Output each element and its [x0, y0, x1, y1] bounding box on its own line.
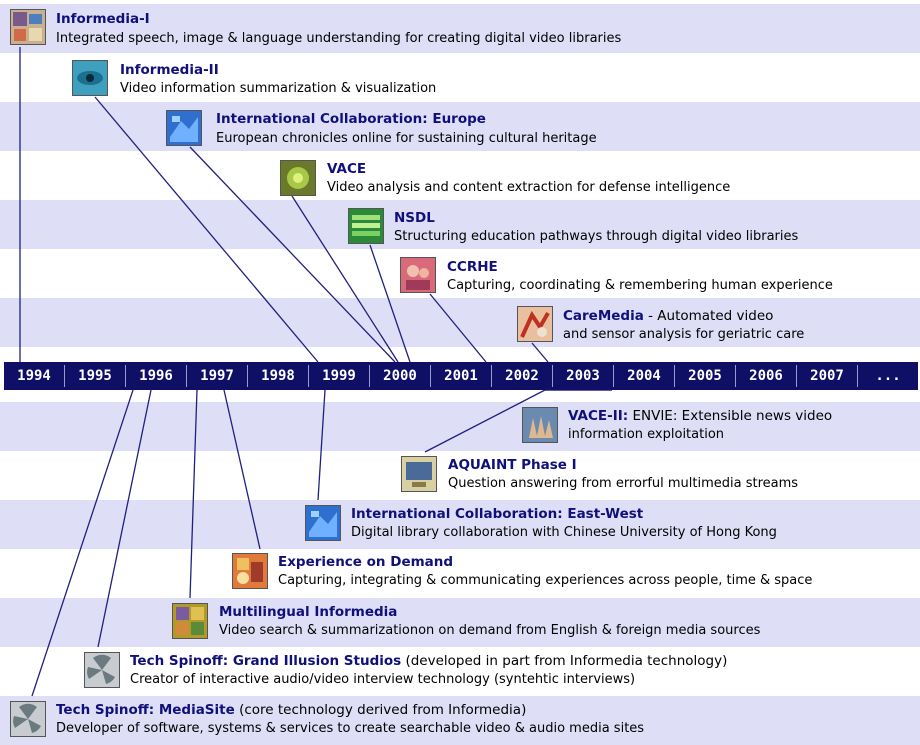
entry-title: Tech Spinoff: Grand Illusion Studios (de… — [130, 653, 727, 670]
entry-description: Integrated speech, image & language unde… — [56, 31, 622, 46]
timeline-year: 1994 — [4, 365, 65, 387]
entry-title-note: (core technology derived from Informedia… — [234, 702, 527, 718]
band-row-2 — [0, 53, 920, 102]
entry-description: and sensor analysis for geriatric care — [563, 327, 805, 342]
entry-description: Digital library collaboration with Chine… — [351, 525, 777, 540]
propeller-thumbnail-icon — [84, 652, 120, 688]
library-thumbnail-icon — [348, 208, 384, 244]
entry-title-note: - Automated video — [643, 308, 774, 324]
timeline-year: 2004 — [614, 365, 675, 387]
entry-description: Capturing, integrating & communicating e… — [278, 573, 813, 588]
band-row-13 — [0, 647, 920, 696]
entry-description: Capturing, coordinating & remembering hu… — [447, 278, 833, 293]
care-thumbnail-icon — [517, 306, 553, 342]
timeline-year: 2007 — [797, 365, 858, 387]
band-row-12 — [0, 598, 920, 647]
timeline-year: 2006 — [736, 365, 797, 387]
entry-title-text: VACE-II: — [568, 408, 629, 424]
entry-title: AQUAINT Phase I — [448, 457, 577, 473]
entry-title: Experience on Demand — [278, 554, 454, 570]
entry-title-text: Tech Spinoff: MediaSite — [56, 702, 235, 718]
entry-title-text: CareMedia — [563, 308, 644, 324]
entry-description: Video search & summarizationon on demand… — [219, 623, 761, 638]
entry-title: VACE — [327, 161, 367, 177]
timeline-year: 1998 — [248, 365, 309, 387]
band-row-14 — [0, 696, 920, 745]
timeline-year: 2005 — [675, 365, 736, 387]
timeline-year: 2003 — [553, 365, 614, 387]
band-row-10 — [0, 500, 920, 549]
entry-title-note: ENVIE: Extensible news video — [628, 408, 833, 424]
entry-title: Multilingual Informedia — [219, 604, 398, 620]
entry-title: Tech Spinoff: MediaSite (core technology… — [56, 702, 526, 719]
entry-description: Question answering from errorful multime… — [448, 476, 799, 491]
band-row-9 — [0, 451, 920, 500]
entry-description: information exploitation — [568, 427, 725, 442]
timeline-year: 1997 — [187, 365, 248, 387]
timeline-year: 1996 — [126, 365, 187, 387]
entry-description: European chronicles online for sustainin… — [216, 131, 597, 146]
entry-title-text: Tech Spinoff: Grand Illusion Studios — [130, 653, 402, 669]
entry-title: International Collaboration: East-West — [351, 506, 644, 522]
entry-title: VACE-II: ENVIE: Extensible news video — [568, 408, 832, 425]
eye-thumbnail-icon — [72, 60, 108, 96]
collage-thumbnail-icon — [10, 9, 46, 45]
timeline-year: 2002 — [492, 365, 553, 387]
target-thumbnail-icon — [280, 160, 316, 196]
propeller-thumbnail-icon — [10, 701, 46, 737]
entry-description: Video analysis and content extraction fo… — [327, 180, 731, 195]
map-thumbnail-icon — [305, 505, 341, 541]
timeline-year: ... — [875, 368, 901, 384]
screen-thumbnail-icon — [401, 456, 437, 492]
timeline-year: 2000 — [370, 365, 431, 387]
entry-description: Developer of software, systems & service… — [56, 721, 645, 736]
band-row-11 — [0, 549, 920, 598]
entry-title: International Collaboration: Europe — [216, 111, 486, 127]
entry-title: NSDL — [394, 210, 435, 226]
entry-description: Video information summarization & visual… — [120, 81, 437, 96]
hand-thumbnail-icon — [522, 407, 558, 443]
entry-title-note: (developed in part from Informedia techn… — [401, 653, 728, 669]
map-thumbnail-icon — [166, 110, 202, 146]
entry-description: Creator of interactive audio/video inter… — [130, 672, 636, 687]
entry-title: CCRHE — [447, 259, 498, 275]
band-row-1 — [0, 4, 920, 53]
experience-thumbnail-icon — [232, 553, 268, 589]
timeline-year: 2001 — [431, 365, 492, 387]
timeline-year: 1999 — [309, 365, 370, 387]
entry-title: Informedia-II — [120, 62, 219, 78]
timeline-year: 1995 — [65, 365, 126, 387]
entry-title: CareMedia - Automated video — [563, 308, 773, 325]
people-thumbnail-icon — [400, 257, 436, 293]
multilingual-thumbnail-icon — [172, 603, 208, 639]
entry-title: Informedia-I — [56, 11, 150, 27]
entry-description: Structuring education pathways through d… — [394, 229, 799, 244]
